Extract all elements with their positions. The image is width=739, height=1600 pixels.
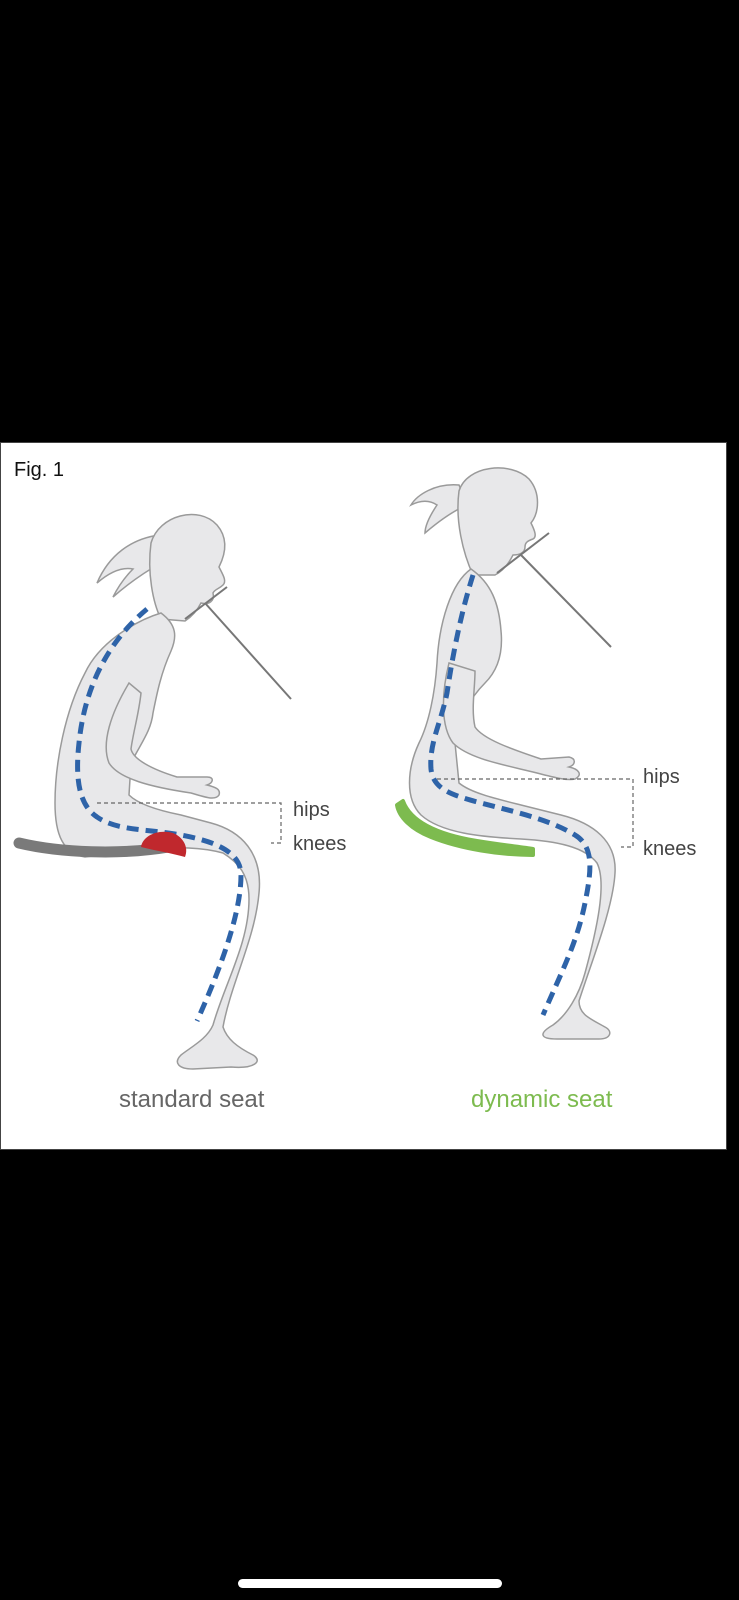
pressure-point-marker [141,831,187,857]
dynamic-spine-line [428,574,593,1016]
standard-seat-caption: standard seat [119,1086,265,1113]
dynamic-seat-caption: dynamic seat [471,1086,613,1113]
home-indicator[interactable] [238,1579,502,1588]
standard-ponytail [96,534,162,598]
standard-spine-line [75,607,244,1023]
standard-knees-label: knees [293,833,346,855]
figure-label: Fig. 1 [14,459,65,481]
standard-arm [105,681,221,799]
figure-panel: hips knees standard seat [0,442,727,1150]
dynamic-knees-label: knees [643,838,696,860]
standard-sight-line-long [204,602,292,700]
dynamic-seat-shape [395,799,535,857]
dynamic-body [408,568,616,1040]
dynamic-arm [442,662,580,781]
dynamic-head [457,467,539,576]
dynamic-sight-line-long [520,554,612,648]
dynamic-hips-bracket [437,778,634,848]
posture-diagram: hips knees standard seat [13,467,696,1113]
dynamic-sight-line [496,532,550,574]
dynamic-ponytail [409,484,468,535]
dynamic-hips-label: hips [643,766,680,788]
standard-seat-figure: hips knees standard seat [13,513,346,1113]
standard-hips-bracket [97,802,282,844]
dynamic-seat-figure: hips knees dynamic seat [395,467,696,1113]
standard-head [148,513,226,622]
standard-hips-label: hips [293,799,330,821]
